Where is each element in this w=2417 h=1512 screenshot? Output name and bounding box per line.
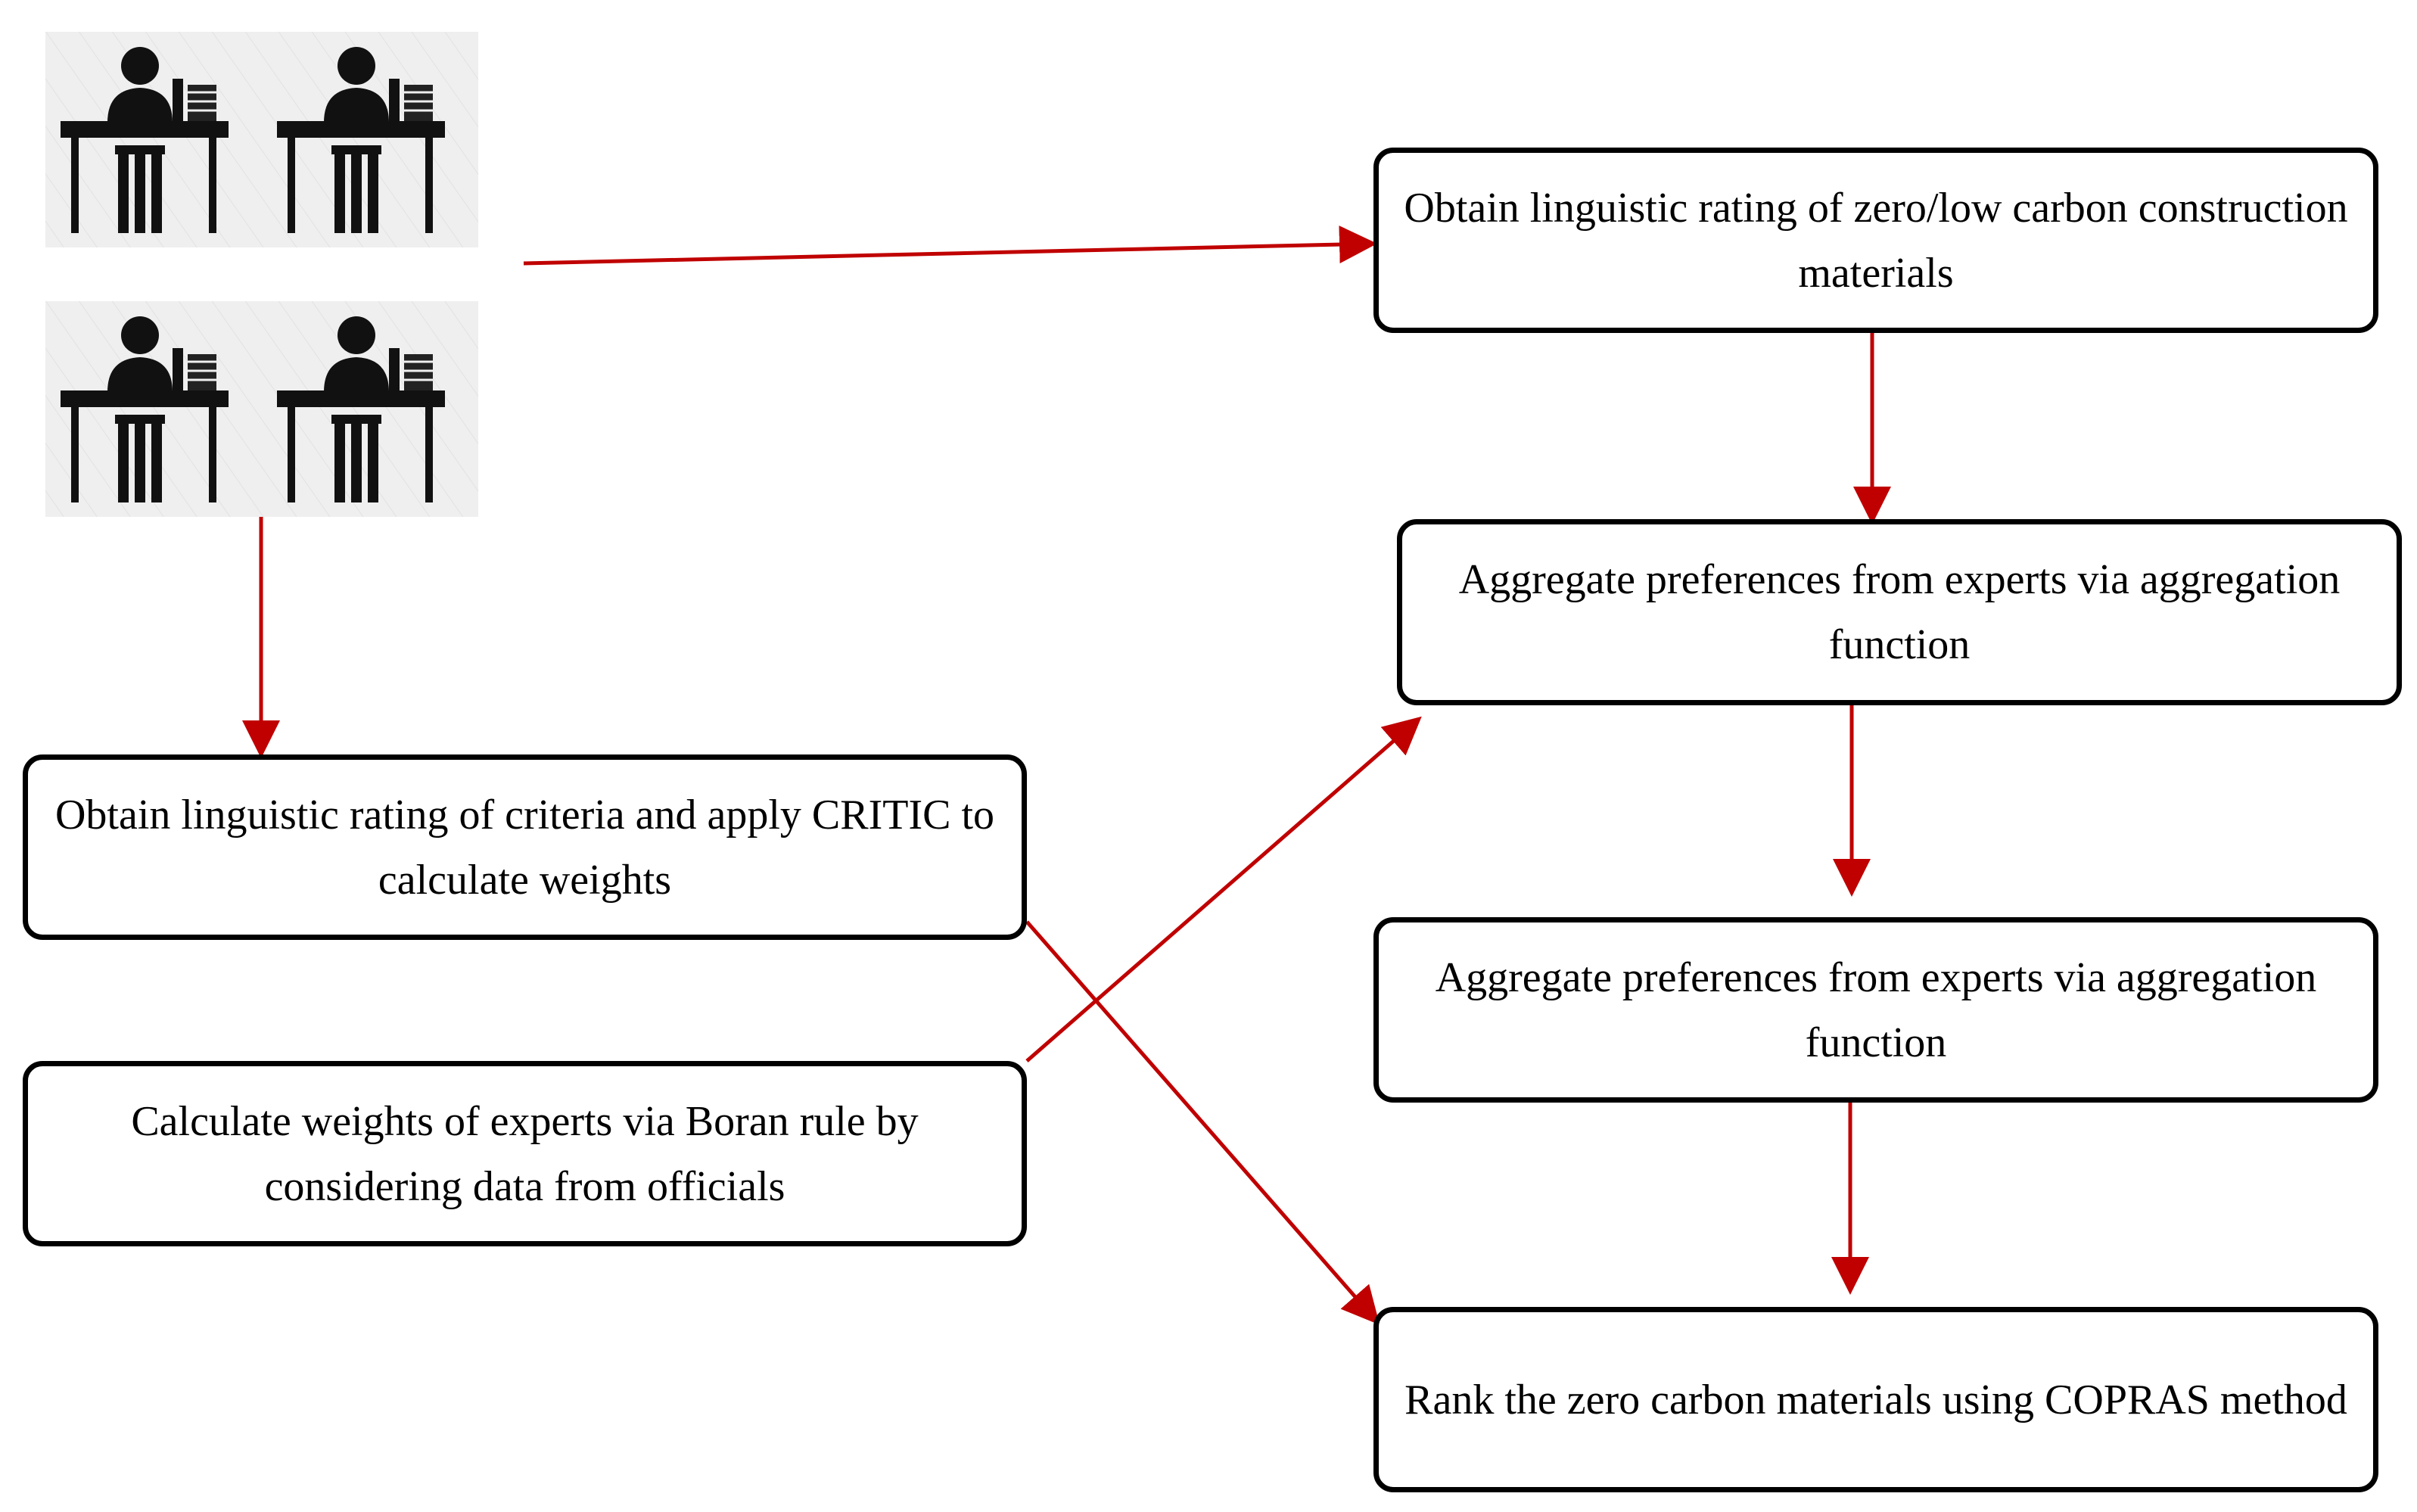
box-criteria-rating: Obtain linguistic rating of criteria and… <box>23 754 1027 940</box>
arrow-experts-to-material-rating <box>523 226 1377 266</box>
arrow-criteria-rating-to-rank <box>1025 920 1380 1325</box>
box-expert-weights: Calculate weights of experts via Boran r… <box>23 1061 1027 1246</box>
box-expert-weights-label: Calculate weights of experts via Boran r… <box>131 1097 919 1210</box>
experts-panel-bottom <box>45 301 478 517</box>
arrow-expert-weights-to-aggregate-1 <box>1025 716 1422 1062</box>
box-aggregate-preferences-1: Aggregate preferences from experts via a… <box>1397 519 2402 705</box>
box-rank-materials: Rank the zero carbon materials using COP… <box>1373 1307 2378 1492</box>
box-material-rating: Obtain linguistic rating of zero/low car… <box>1373 148 2378 333</box>
box-rank-materials-label: Rank the zero carbon materials using COP… <box>1404 1376 2347 1423</box>
box-aggregate-preferences-2-label: Aggregate preferences from experts via a… <box>1435 954 2317 1066</box>
box-aggregate-preferences-1-label: Aggregate preferences from experts via a… <box>1458 556 2341 668</box>
experts-panel-top <box>45 32 478 247</box>
box-aggregate-preferences-2: Aggregate preferences from experts via a… <box>1373 917 2378 1103</box>
box-criteria-rating-label: Obtain linguistic rating of criteria and… <box>54 791 995 904</box>
box-material-rating-label: Obtain linguistic rating of zero/low car… <box>1404 184 2348 297</box>
